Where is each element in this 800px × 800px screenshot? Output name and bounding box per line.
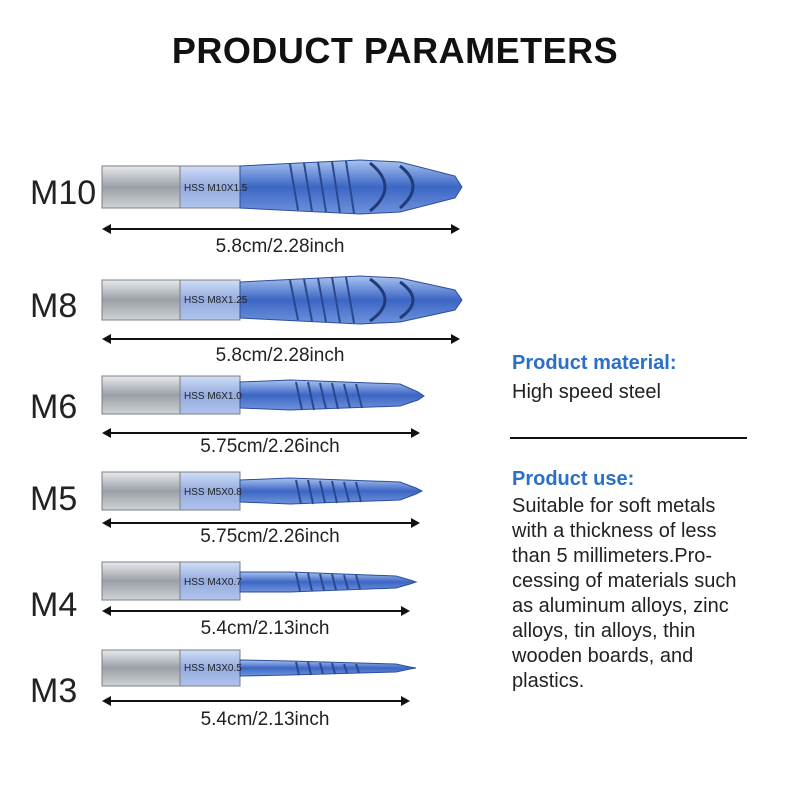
size-label: M6: [30, 388, 78, 426]
dimension-arrow: [102, 516, 420, 530]
drill-bit-m4-image: HSS M4X0.7: [101, 561, 418, 601]
dimension-arrow: [102, 332, 460, 346]
page-title: PRODUCT PARAMETERS: [171, 30, 619, 71]
dimension-arrow: [102, 694, 410, 708]
spec-text: HSS M10X1.5: [184, 183, 248, 194]
size-label: M8: [30, 287, 78, 325]
use-line: Suitable for soft metals: [512, 495, 716, 517]
size-label: M10: [30, 174, 97, 212]
spec-text: HSS M3X0.5: [184, 663, 242, 674]
use-heading: Product use:: [512, 468, 635, 490]
drill-bit-m3-image: HSS M3X0.5: [101, 649, 417, 687]
spec-text: HSS M5X0.8: [184, 487, 242, 498]
use-line: plastics.: [512, 670, 585, 692]
use-line: wooden boards, and: [512, 645, 694, 667]
dimension-text: 5.75cm/2.26inch: [200, 436, 340, 457]
spec-text: HSS M4X0.7: [184, 577, 242, 588]
size-label: M4: [30, 586, 78, 624]
use-line: as aluminum alloys, zinc: [512, 595, 729, 617]
dimension-text: 5.8cm/2.28inch: [215, 345, 345, 366]
use-line: cessing of materials such: [512, 570, 737, 592]
use-text: Suitable for soft metals with a thicknes…: [512, 494, 792, 694]
dimension-text: 5.4cm/2.13inch: [200, 618, 330, 639]
material-heading: Product material:: [512, 352, 677, 374]
dimension-text: 5.8cm/2.28inch: [215, 236, 345, 257]
drill-bit-m6-image: HSS M6X1.0: [101, 375, 425, 415]
dimension-text: 5.75cm/2.26inch: [200, 526, 340, 547]
use-line: with a thickness of less: [512, 520, 717, 542]
size-label: M3: [30, 672, 78, 710]
use-line: alloys, tin alloys, thin: [512, 620, 696, 642]
spec-text: HSS M8X1.25: [184, 295, 248, 306]
dimension-text: 5.4cm/2.13inch: [200, 709, 330, 730]
dimension-arrow: [102, 222, 460, 236]
use-line: than 5 millimeters.Pro-: [512, 545, 713, 567]
size-label: M5: [30, 480, 78, 518]
dimension-arrow: [102, 426, 420, 440]
divider: [510, 437, 747, 439]
drill-bit-m10-image: HSS M10X1.5: [101, 159, 463, 215]
drill-bit-m8-image: HSS M8X1.25: [101, 275, 463, 325]
drill-bit-m5-image: HSS M5X0.8: [101, 471, 424, 511]
spec-text: HSS M6X1.0: [184, 391, 242, 402]
dimension-arrow: [102, 604, 410, 618]
material-text: High speed steel: [512, 381, 661, 403]
